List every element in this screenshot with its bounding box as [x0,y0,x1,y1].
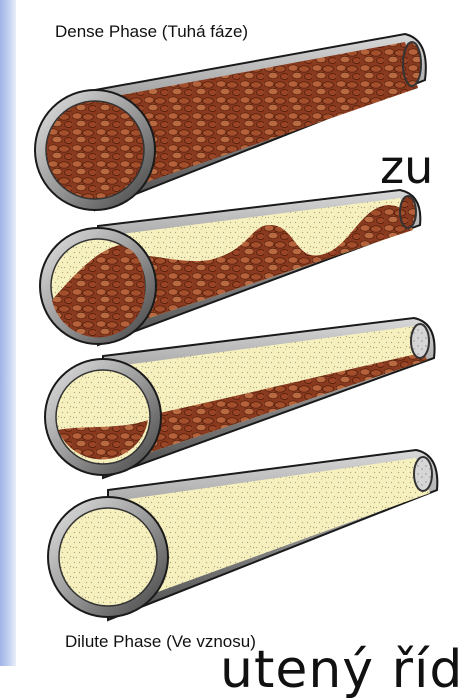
dilute-phase-caption: Dilute Phase (Ve vznosu) [65,632,256,652]
pipe-flow-diagram [0,0,463,666]
background-slide-text-lower: utený říd [220,640,463,700]
dense-phase-caption: Dense Phase (Tuhá fáze) [55,22,248,42]
dense-phase-pipe [35,30,430,210]
